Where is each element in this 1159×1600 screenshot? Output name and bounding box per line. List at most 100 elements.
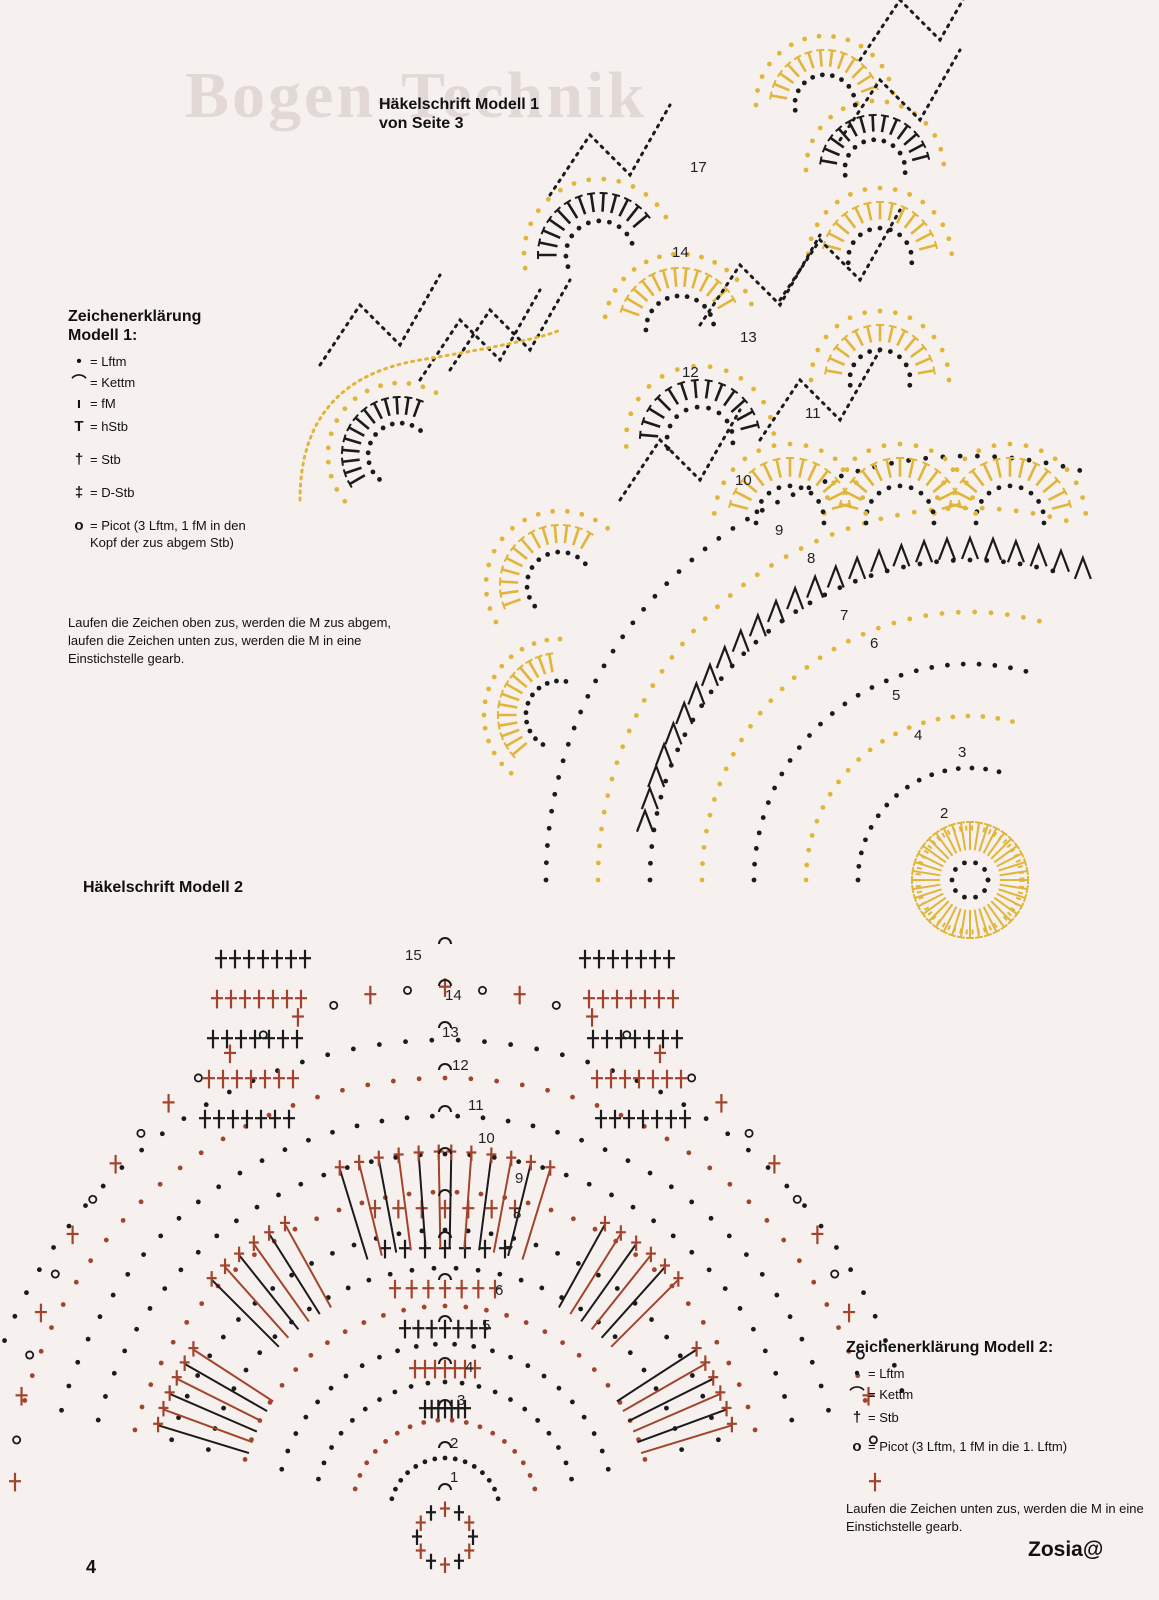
shell-stroke: [224, 1266, 290, 1339]
chain-dot: [103, 1394, 108, 1399]
chain-dot: [884, 99, 890, 105]
stitch-cap: [1018, 849, 1025, 858]
chain-dot: [973, 860, 978, 866]
chain-dot: [862, 1398, 868, 1403]
shell-stroke: [569, 1233, 622, 1315]
chain-dot: [147, 1306, 153, 1311]
stitch-stroke: [928, 838, 950, 860]
chain-dot: [842, 172, 848, 178]
chain-dot: [976, 448, 982, 454]
shell-stroke: [632, 1392, 721, 1433]
chain-path: [778, 208, 902, 302]
chain-dot: [809, 833, 815, 838]
v-stitch: [700, 661, 719, 687]
chain-dot: [595, 1272, 601, 1278]
chain-dot: [664, 581, 670, 587]
stitch-cap: [925, 917, 933, 925]
chain-dot: [1023, 443, 1029, 449]
chain-dot: [336, 1207, 342, 1213]
chain-dot: [630, 620, 636, 626]
stitch-stroke: [511, 674, 528, 689]
chain-dot: [606, 300, 612, 306]
stitch-cap: [832, 219, 839, 227]
stitch-stroke: [342, 458, 360, 464]
chain-dot: [820, 805, 826, 810]
stitch-stroke: [498, 702, 518, 709]
chain-dot: [497, 1271, 503, 1277]
stitch-cap: [913, 130, 920, 138]
stitch-stroke: [993, 845, 1018, 864]
stitch-stroke: [714, 383, 724, 402]
chain-dot: [416, 1076, 422, 1082]
chain-dot: [669, 655, 675, 660]
shell-stroke: [640, 1424, 733, 1455]
half-double-crochet-icon: T: [74, 418, 84, 435]
chain-dot: [586, 177, 592, 183]
chain-dot: [359, 1200, 365, 1206]
chain-dot: [829, 532, 835, 537]
modell1-legend-title-line1: Zeichenerklärung: [68, 308, 202, 325]
chain-dot: [668, 1184, 674, 1190]
chain-dot: [759, 499, 764, 504]
stitch-stroke: [1018, 459, 1025, 478]
chain-dot: [658, 1089, 664, 1095]
chain-dot: [768, 414, 773, 420]
modell1-legend-title: Zeichenerklärung Modell 1:: [68, 307, 328, 345]
chain-dot: [1017, 561, 1023, 567]
stitch-cap: [983, 822, 993, 828]
chain-dot-icon: •: [854, 1365, 860, 1382]
chain-dot: [867, 349, 873, 354]
legend2-label: = Stb: [868, 1410, 899, 1425]
chain-dot: [748, 723, 753, 729]
chain-dot: [895, 512, 900, 518]
legend1-label: = Kettm: [90, 375, 136, 390]
stitch-cap: [826, 354, 833, 363]
stitch-stroke: [1042, 479, 1059, 494]
chain-dot: [793, 609, 799, 615]
modell1-title-line1: Häkelschrift Modell 1: [379, 96, 540, 113]
chain-dot: [796, 1258, 802, 1264]
chain-dot: [330, 1129, 335, 1135]
chain-dot: [751, 877, 757, 883]
chain-dot: [973, 510, 979, 516]
chain-dot: [877, 185, 883, 191]
stitch-cap: [352, 414, 359, 422]
stitch-stroke: [537, 656, 547, 675]
modell1-title-line2: von Seite 3: [379, 115, 464, 132]
chain-dot: [899, 103, 904, 109]
chain-dot: [349, 1417, 355, 1423]
chain-dot: [452, 1456, 458, 1462]
chain-dot: [664, 1405, 669, 1411]
chain-dot: [814, 818, 820, 824]
chain-dot: [802, 36, 808, 42]
stitch-cap: [947, 822, 957, 828]
chain-dot: [715, 604, 720, 610]
chain-dot: [743, 1252, 749, 1257]
shell-stroke: [417, 1153, 427, 1249]
chain-dot: [955, 766, 961, 772]
chain-dot: [468, 1076, 474, 1082]
chain-dot: [677, 1353, 683, 1359]
chain-dot: [649, 308, 655, 314]
stitch-stroke: [871, 114, 875, 132]
stitch-stroke: [363, 408, 376, 424]
stitch-cap: [821, 240, 826, 250]
stitch-stroke: [887, 326, 894, 343]
chain-dot: [746, 1199, 752, 1205]
chain-dot: [883, 1338, 888, 1343]
chain-dot: [536, 685, 542, 691]
chain-dot: [395, 1348, 400, 1354]
stitch-cap: [497, 721, 501, 730]
chain-dot: [38, 1348, 44, 1354]
chain-dot: [1008, 665, 1013, 671]
stitch-cap: [974, 821, 984, 825]
chain-dot: [630, 184, 636, 189]
chain-dot: [866, 448, 872, 454]
stitch-cap: [728, 499, 733, 509]
chain-dot: [845, 767, 851, 773]
stitch-stroke: [942, 906, 958, 933]
chain-dot: [236, 1317, 241, 1322]
stitch-cap: [1013, 842, 1021, 850]
chain-dot: [139, 1147, 145, 1153]
shell-stroke: [284, 1223, 332, 1308]
